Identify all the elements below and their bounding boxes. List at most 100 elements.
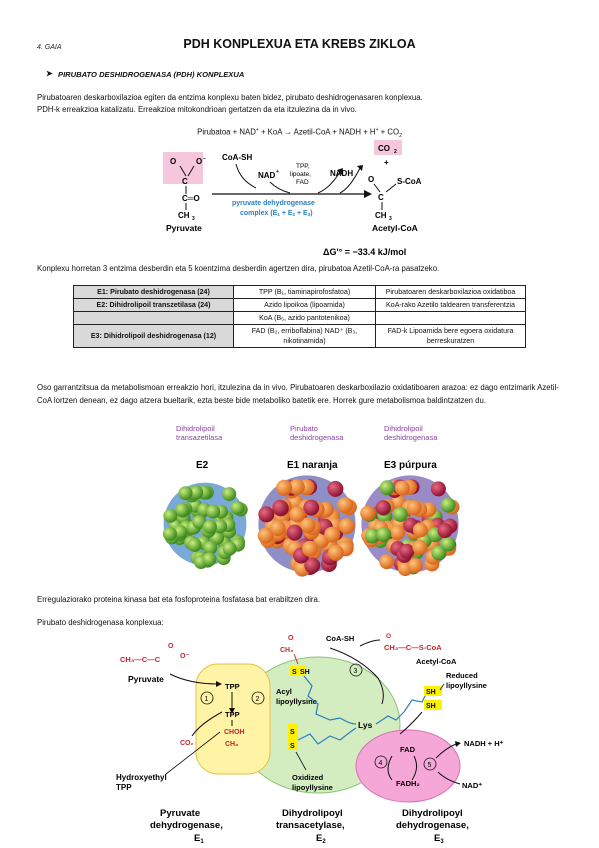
e3-name-2: dehydrogenase, — [396, 820, 469, 831]
oxidized-s2: S — [290, 743, 295, 750]
e3-name-1: Dihydrolipoyl — [402, 808, 463, 819]
e1-subunit — [327, 480, 344, 497]
page-title: PDH KONPLEXUA ETA KREBS ZIKLOA — [183, 37, 416, 51]
step-5-label: 5 — [428, 762, 432, 769]
reaction-equation: Pirubatoa + NAD+ + KoA → Azetil-CoA + NA… — [0, 127, 599, 139]
choh-label: CHOH — [224, 729, 245, 736]
nadh-arrowhead — [337, 168, 343, 175]
acetyl-mech-o: O — [386, 633, 391, 640]
intro-paragraph-2: PDH-k erreakzioa katalizatu. Erreakzioa … — [37, 105, 357, 114]
e1-subunit — [269, 520, 286, 537]
complex-label-paragraph: Pirubato deshidrogenasa konplexua: — [37, 618, 164, 627]
oxidized-s1: S — [290, 729, 295, 736]
e2-subunit — [203, 540, 218, 555]
e2-subunit — [222, 487, 237, 502]
co2-arrow — [339, 167, 361, 194]
step-1-circle — [200, 691, 214, 705]
sh-highlight-2 — [424, 700, 442, 710]
step-4-circle — [374, 755, 388, 769]
step-2-circle — [251, 691, 265, 705]
reduced-label-2: lipoyllysine — [446, 681, 487, 690]
mechanism-nad-label: NAD⁺ — [462, 781, 482, 790]
e2-subunit — [178, 486, 193, 501]
tpp-label-2: TPP — [225, 710, 240, 719]
reduced-pointer — [439, 683, 445, 691]
e2-subunit — [175, 503, 190, 517]
acyl-ch3: CH₃ — [280, 647, 293, 654]
enzyme-table-cell-c1 — [73, 311, 234, 325]
acetyl-coa-formula: CH₃—C—S-CoA — [384, 643, 442, 652]
model-e2-caption-1: Dihidrolipoil — [176, 424, 215, 433]
pyruvate-minus-sign: − — [203, 156, 206, 162]
nadh-arrow — [317, 171, 341, 194]
model-e3-label: E3 púrpura — [384, 460, 437, 471]
e2-subunit — [192, 515, 207, 529]
delta-g-label: ΔG'° = −33.4 kJ/mol — [323, 247, 406, 257]
ch3-label: CH₃ — [225, 741, 238, 748]
acetyl-coa-label: Acetyl-CoA — [372, 223, 418, 233]
e2-subunit — [189, 485, 204, 500]
bond-6 — [385, 183, 397, 193]
acyl-o: O — [288, 635, 294, 642]
co2-highlight — [374, 140, 402, 155]
lipoyl-chain-3 — [375, 711, 405, 725]
equation-sup-2: + — [375, 127, 379, 133]
e2-core-model — [162, 482, 248, 569]
cycle-arrow-3 — [329, 647, 384, 705]
e1-subunit — [303, 499, 320, 516]
enzyme-name-line-2: complex (E1 + E2 + E3) — [240, 210, 313, 217]
mechanism-nadh-label: NADH + H⁺ — [464, 739, 504, 748]
model-e2-caption-2: transazetilasa — [176, 433, 223, 442]
e2-subunit — [206, 504, 221, 519]
e2-subunit — [230, 500, 245, 515]
co2-label: CO — [378, 144, 390, 153]
e1-model — [257, 475, 357, 577]
enzyme-table-cell-c2: KoA (B₅, azido pantotenikoa) — [233, 311, 376, 325]
e3-subunit — [407, 558, 423, 573]
enzyme-table: E1: Pirubato deshidrogenasa (24)TPP (B₁,… — [73, 285, 526, 348]
enzyme-table-body: E1: Pirubato deshidrogenasa (24)TPP (B₁,… — [73, 285, 526, 348]
co2-arrowhead — [357, 165, 363, 171]
lys-bond-2 — [339, 727, 357, 741]
e1-region — [195, 663, 271, 775]
intro-paragraph-1: Pirubatoaren deskarboxilazioa egiten da … — [37, 93, 423, 102]
pyruvate-o: O — [168, 643, 174, 650]
e1-subunit — [327, 544, 344, 561]
model-e3-caption-2: deshidrogenasa — [384, 433, 438, 442]
section-heading: ➤ PIRUBATO DESHIDROGENASA (PDH) KONPLEXU… — [46, 69, 245, 79]
enzyme-table-cell-c2: FAD (B₂, erriboflabina) NAD⁺ (B₃, nikoti… — [233, 324, 376, 348]
e1-name-2: dehydrogenase, — [150, 820, 223, 831]
e3-subunit — [379, 554, 395, 570]
e1-subunit — [272, 499, 289, 516]
e2-subunit — [202, 552, 217, 567]
acyl-sh-highlight — [290, 666, 306, 676]
enzyme-table-cell-c1: E1: Pirubato deshidrogenasa (24) — [73, 285, 234, 299]
model-e2-label: E2 — [196, 460, 209, 471]
step-1-label: 1 — [205, 696, 209, 703]
reduced-label-1: Reduced — [446, 671, 478, 680]
step-3-circle — [349, 663, 363, 677]
e3-subunit — [379, 480, 395, 496]
e1-subunit — [302, 540, 319, 557]
pyruvate-o-top: O — [170, 157, 176, 166]
e1-subunit — [289, 506, 306, 523]
fad-reduction-arrow — [387, 755, 393, 781]
cofactor-tpp: TPP, — [296, 163, 310, 170]
e1-subunit — [337, 497, 354, 514]
section-heading-text: PIRUBATO DESHIDROGENASA (PDH) KONPLEXUA — [58, 70, 245, 79]
step-2-label: 2 — [256, 696, 260, 703]
nad-intake-arrow — [437, 771, 461, 785]
e2-subunit — [187, 537, 202, 552]
e1-subunit — [304, 557, 321, 574]
e3-subunit — [440, 497, 456, 513]
step-4-label: 4 — [379, 760, 383, 767]
nadh-label: NADH — [330, 169, 353, 178]
e3-subunit — [360, 505, 376, 521]
pyruvate-ch3-sub: 3 — [192, 216, 195, 222]
chapter-label: 4. GAIA — [37, 44, 62, 51]
fad-label: FAD — [400, 745, 416, 754]
e2-subunit — [162, 526, 177, 541]
pyruvate-o-minus: O — [196, 157, 202, 166]
e3-subunit — [406, 500, 422, 516]
